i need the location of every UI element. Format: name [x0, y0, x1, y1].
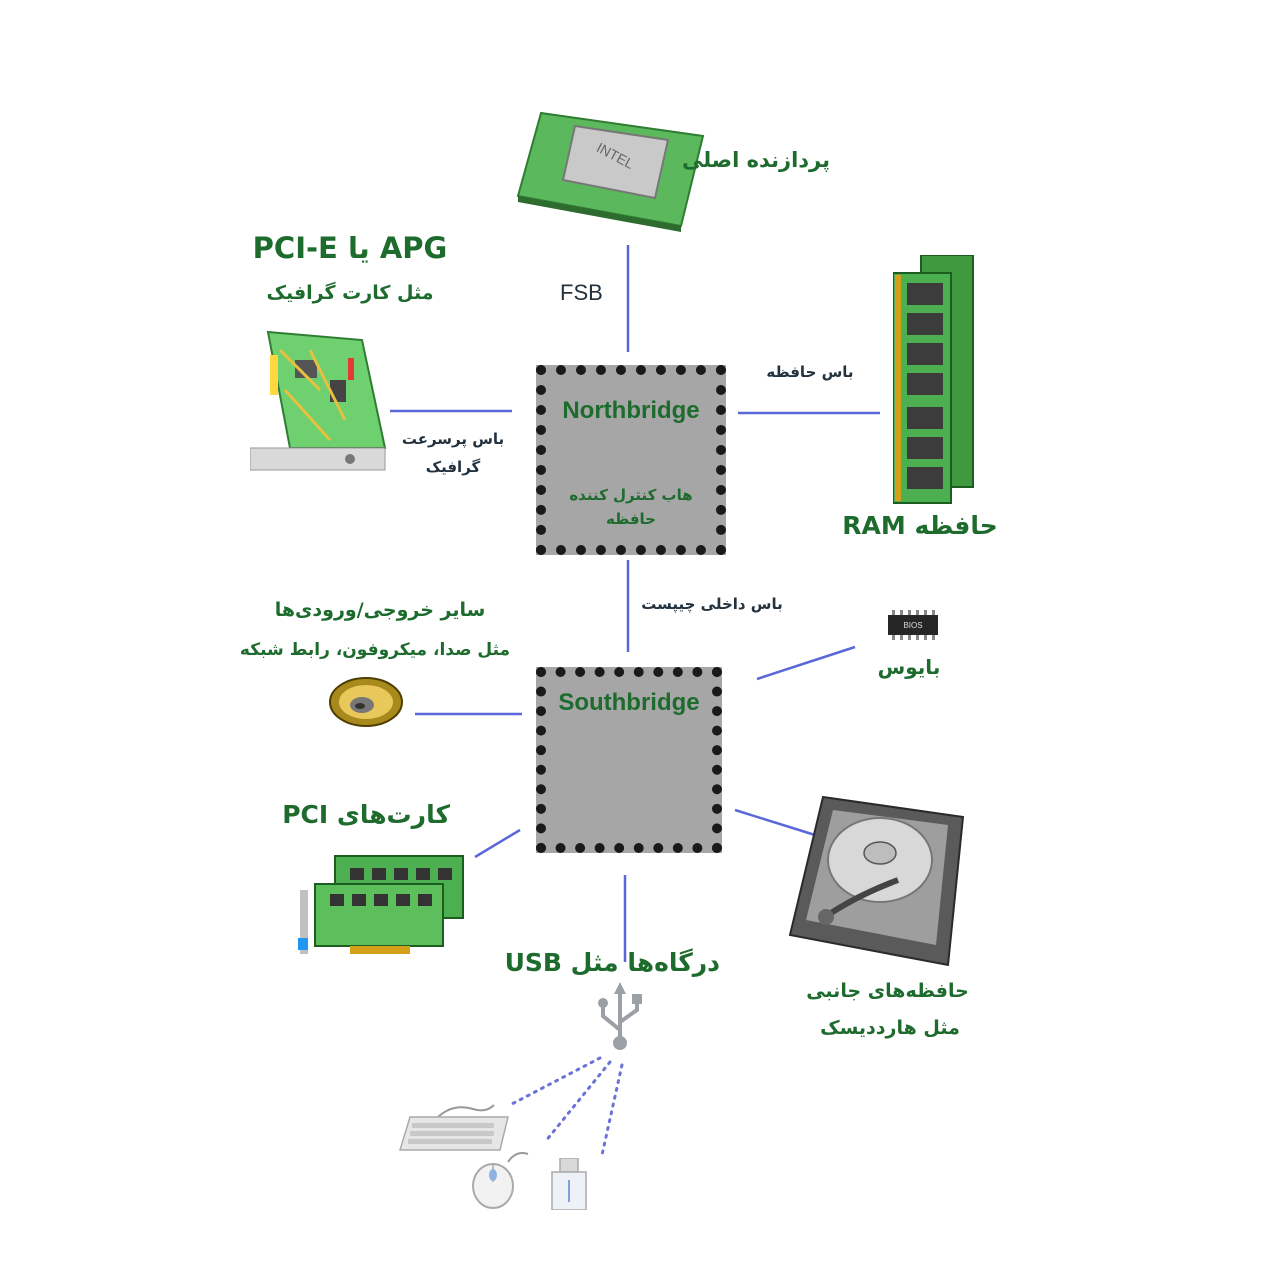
- usb-label: درگاه‌ها مثل USB: [504, 948, 720, 977]
- cpu-icon: INTEL: [516, 111, 705, 232]
- mouse-icon: [472, 1152, 529, 1209]
- bios-chip-text: BIOS: [903, 621, 922, 630]
- northbridge-chip: Northbridge هاب کنترل کننده حافظه: [536, 365, 726, 555]
- internal-bus-label: باس داخلی چیپست: [641, 595, 783, 613]
- northbridge-title: Northbridge: [562, 397, 700, 424]
- fsb-label: FSB: [560, 280, 603, 305]
- bios-chip-icon: BIOS: [888, 610, 938, 640]
- southbridge-chip: Southbridge: [536, 667, 722, 853]
- speaker-icon: [329, 677, 403, 727]
- storage-line: [734, 808, 816, 837]
- io-title: سایر خروجی/ورودی‌ها: [274, 599, 486, 621]
- graphics-title: APG یا PCI-E: [252, 231, 448, 265]
- usb-keyboard-link: [508, 1056, 602, 1107]
- pci-label: کارت‌های PCI: [282, 800, 450, 829]
- pci-cards-icon: [298, 855, 464, 954]
- bios-line: [756, 645, 856, 681]
- southbridge-title: Southbridge: [558, 689, 700, 716]
- keyboard-icon: [398, 1104, 509, 1151]
- usb-mouse-link: [543, 1060, 612, 1144]
- memory-bus-label: باس حافظه: [766, 363, 854, 381]
- flash-drive-icon: [551, 1158, 587, 1210]
- ram-label: حافظه RAM: [842, 511, 998, 540]
- graphics-subtitle: مثل کارت گرافیک: [266, 282, 434, 304]
- pci-line: [474, 828, 521, 859]
- storage-title: حافظه‌های جانبی: [806, 980, 969, 1002]
- usb-symbol-icon: [598, 982, 642, 1050]
- graphics-bus-label: باس پرسرعت گرافیک: [401, 430, 505, 476]
- bios-label: بایوس: [877, 655, 941, 679]
- hard-disk-icon: [788, 795, 965, 967]
- cpu-label: پردازنده اصلی: [681, 148, 830, 172]
- northbridge-subtitle: هاب کنترل کننده حافظه: [569, 486, 693, 528]
- usb-flash-link: [600, 1063, 624, 1157]
- io-subtitle: مثل صدا، میکروفون، رابط شبکه: [239, 640, 511, 660]
- graphics-card-icon: [250, 330, 387, 471]
- storage-subtitle: مثل هارددیسک: [820, 1017, 960, 1039]
- ram-icon: [893, 255, 974, 504]
